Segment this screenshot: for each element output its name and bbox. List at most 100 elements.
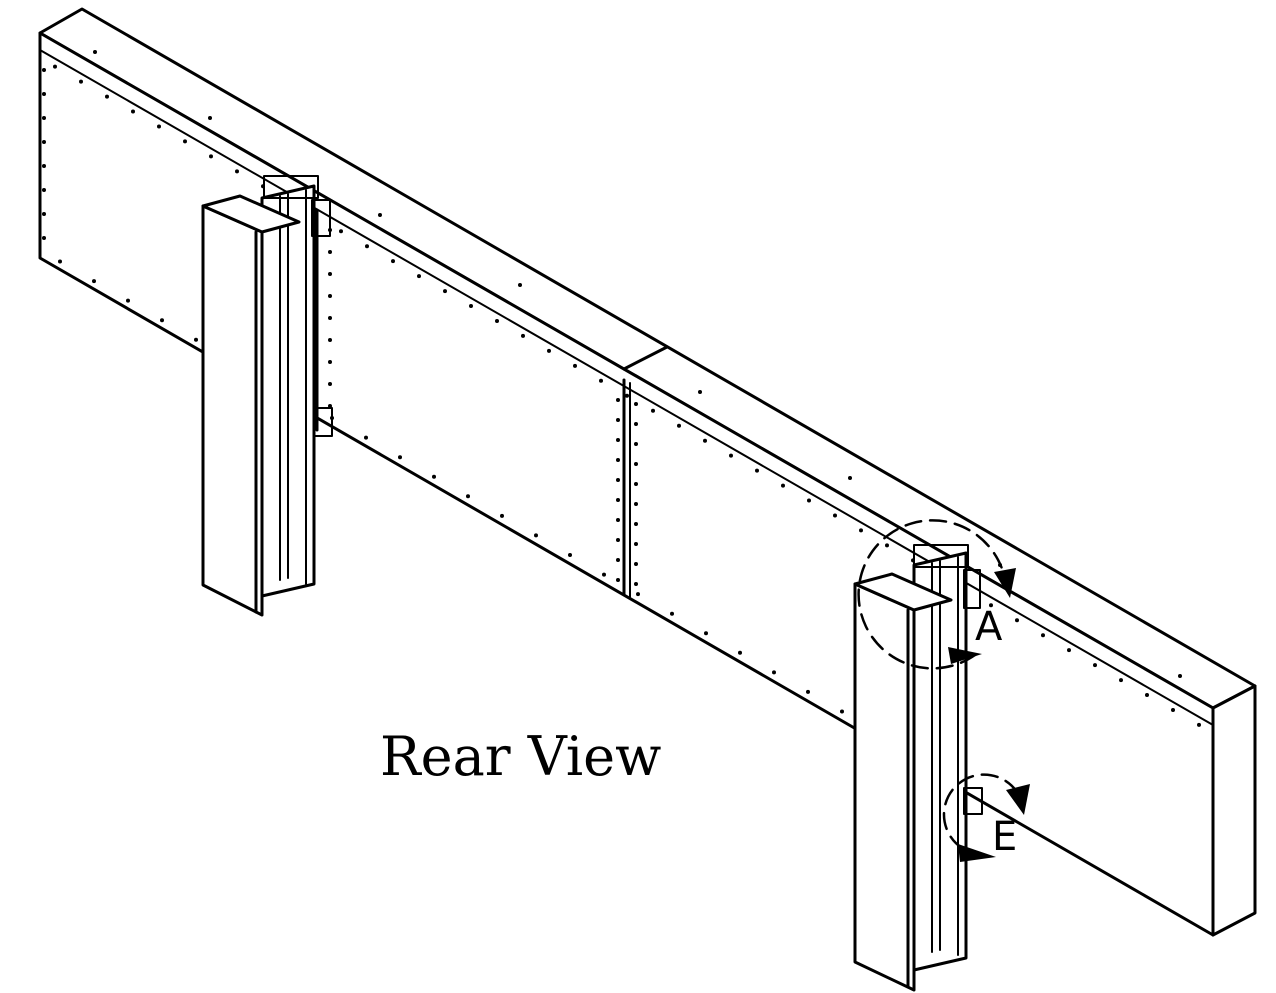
rivet bbox=[848, 476, 852, 480]
rivet bbox=[131, 109, 135, 114]
left-top-bracket bbox=[263, 175, 319, 199]
rivet bbox=[677, 423, 681, 428]
end-face bbox=[1211, 684, 1257, 937]
rivet bbox=[859, 528, 863, 533]
rivet bbox=[616, 438, 620, 442]
right-column-front-flange bbox=[853, 582, 916, 992]
rivet bbox=[42, 116, 46, 120]
rivet bbox=[58, 259, 62, 264]
rivet bbox=[616, 558, 620, 562]
rivet bbox=[105, 94, 109, 99]
rivet bbox=[42, 212, 46, 216]
callout-a-circle bbox=[857, 519, 1008, 670]
rivet bbox=[328, 360, 332, 364]
right-top-bracket bbox=[913, 544, 969, 568]
callout-e-label: E bbox=[992, 814, 1017, 860]
rivet bbox=[634, 582, 638, 586]
rivet bbox=[573, 363, 577, 368]
cap-joint bbox=[622, 345, 669, 371]
rivet bbox=[93, 50, 97, 54]
rivet bbox=[755, 468, 759, 473]
rivet bbox=[209, 154, 213, 159]
rivet bbox=[634, 482, 638, 486]
rivet bbox=[378, 213, 382, 217]
rivet bbox=[703, 438, 707, 443]
rivet bbox=[885, 543, 889, 548]
rivet-pattern bbox=[42, 50, 1201, 727]
rivet bbox=[616, 398, 620, 402]
rivet bbox=[738, 650, 742, 655]
rivet bbox=[772, 670, 776, 675]
rivet bbox=[194, 337, 198, 342]
rivet bbox=[634, 542, 638, 546]
flashing-line bbox=[39, 49, 1214, 726]
rivet bbox=[518, 283, 522, 287]
rivet bbox=[833, 513, 837, 518]
detail-callout-e: E bbox=[942, 773, 1030, 862]
rivet bbox=[602, 572, 606, 577]
rivet bbox=[235, 169, 239, 174]
rivet bbox=[1119, 678, 1123, 683]
rivet bbox=[42, 92, 46, 96]
rivet bbox=[160, 318, 164, 323]
rivet bbox=[599, 378, 603, 383]
rivet bbox=[547, 348, 551, 353]
rivet bbox=[634, 562, 638, 566]
rivet bbox=[704, 631, 708, 636]
rivet bbox=[328, 338, 332, 342]
rivet bbox=[634, 462, 638, 466]
rivet bbox=[1093, 663, 1097, 668]
rivet bbox=[634, 422, 638, 426]
rivet bbox=[53, 64, 57, 69]
rivet bbox=[42, 188, 46, 192]
rivet bbox=[328, 316, 332, 320]
rivet bbox=[521, 333, 525, 338]
rivet bbox=[432, 474, 436, 479]
rivet bbox=[328, 382, 332, 386]
rivet bbox=[364, 435, 368, 440]
view-title: Rear View bbox=[380, 725, 661, 788]
rivet bbox=[634, 522, 638, 526]
rivet bbox=[634, 442, 638, 446]
rivet bbox=[729, 453, 733, 458]
rivet bbox=[328, 294, 332, 298]
left-column bbox=[201, 175, 333, 617]
rivet bbox=[781, 483, 785, 488]
left-column-front-flange bbox=[201, 204, 264, 617]
rivet bbox=[42, 140, 46, 144]
rivet bbox=[616, 418, 620, 422]
rivet bbox=[157, 124, 161, 129]
rivet bbox=[339, 229, 343, 234]
rivet bbox=[807, 498, 811, 503]
callout-a-arrow-top bbox=[994, 568, 1016, 598]
rivet bbox=[634, 402, 638, 406]
rivet bbox=[42, 236, 46, 240]
rivet bbox=[183, 139, 187, 144]
rivet bbox=[42, 68, 46, 72]
rivet bbox=[469, 304, 473, 308]
right-top-bracket-2 bbox=[963, 569, 981, 609]
rivet bbox=[1067, 648, 1071, 653]
left-lower-bracket bbox=[313, 407, 333, 437]
rivet bbox=[616, 478, 620, 482]
right-column-flange-edge bbox=[853, 572, 953, 612]
rivet bbox=[698, 390, 702, 394]
rivet bbox=[208, 116, 212, 120]
rivet bbox=[466, 494, 470, 499]
rivet bbox=[79, 79, 83, 84]
detail-callout-a: A bbox=[857, 519, 1016, 670]
right-column bbox=[853, 544, 983, 992]
rivet bbox=[1041, 633, 1045, 638]
rivet bbox=[616, 498, 620, 502]
rivet bbox=[328, 250, 332, 254]
left-top-bracket-2 bbox=[311, 199, 331, 237]
rivet bbox=[92, 279, 96, 284]
rivet bbox=[1015, 618, 1019, 623]
rivet bbox=[616, 578, 620, 582]
rivet bbox=[365, 244, 369, 249]
rivet bbox=[1178, 674, 1182, 678]
rivet bbox=[616, 538, 620, 542]
rivet bbox=[443, 289, 447, 294]
rivet bbox=[616, 458, 620, 462]
